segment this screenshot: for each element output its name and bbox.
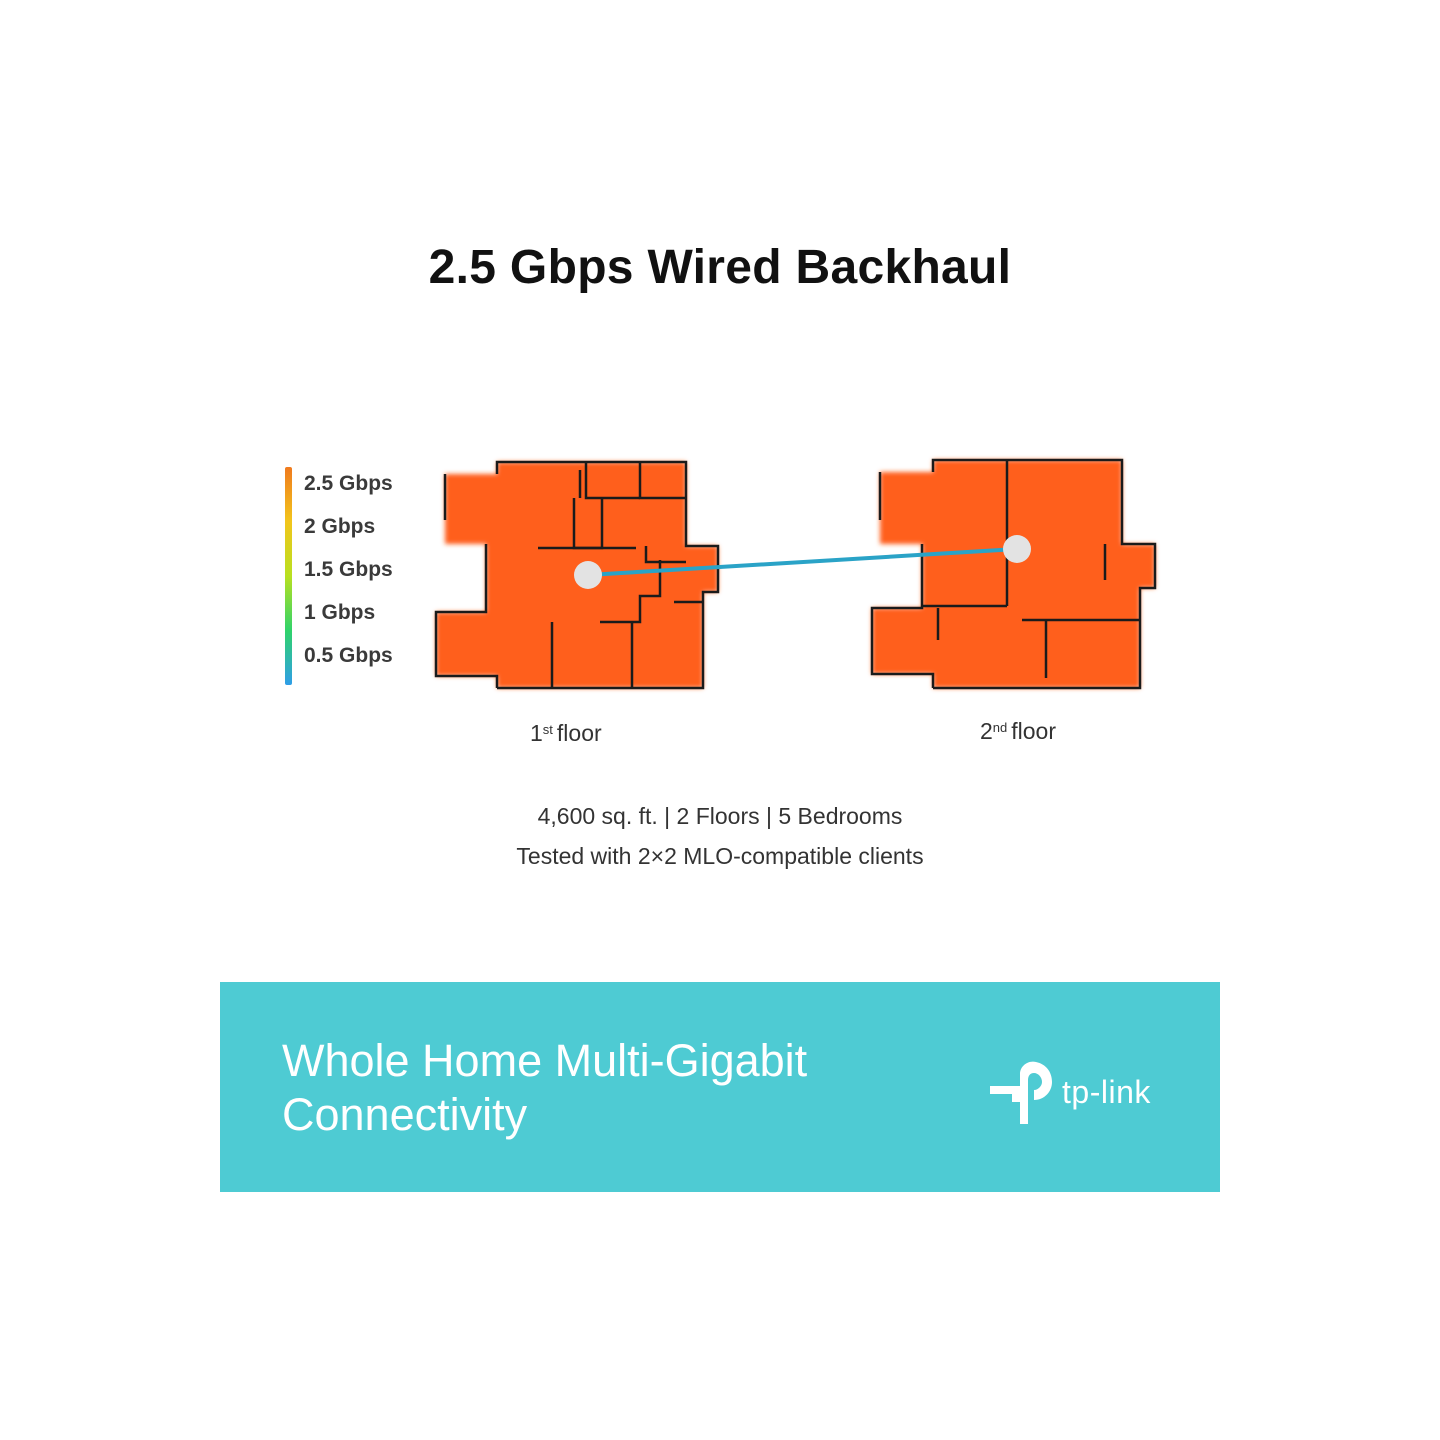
floor-plans-diagram <box>434 458 1157 690</box>
banner-tagline: Whole Home Multi-Gigabit Connectivity <box>282 1035 808 1140</box>
floor-1-suffix: st <box>542 722 553 737</box>
wired-backhaul-line <box>587 547 1018 577</box>
footer-banner: Whole Home Multi-Gigabit Connectivity tp… <box>220 982 1220 1192</box>
speed-legend-gradient <box>285 467 292 685</box>
tp-link-logo-icon <box>990 1061 1052 1124</box>
floor-2-number: 2 <box>980 718 993 744</box>
page-title: 2.5 Gbps Wired Backhaul <box>428 241 1012 294</box>
legend-label-1-5: 1.5 Gbps <box>304 558 393 581</box>
legend-label-2: 2 Gbps <box>304 515 376 538</box>
floor-1-word: floor <box>556 720 602 746</box>
tp-link-logo: tp-link <box>990 1056 1170 1126</box>
legend-label-2-5: 2.5 Gbps <box>304 472 393 495</box>
floor-1-number: 1 <box>530 720 543 746</box>
legend-label-1: 1 Gbps <box>304 601 376 624</box>
router-node-floor-1 <box>574 561 602 589</box>
floor-2-word: floor <box>1011 718 1057 744</box>
floor-2-plan <box>870 458 1157 690</box>
tp-link-logo-text: tp-link <box>1062 1074 1151 1110</box>
floor-2-suffix: nd <box>992 720 1008 735</box>
floor-2-walls <box>870 458 1157 690</box>
floor-2-coverage <box>872 460 1155 688</box>
legend-label-0-5: 0.5 Gbps <box>304 644 393 667</box>
floor-1-walls <box>434 460 720 690</box>
router-node-floor-2 <box>1003 535 1031 563</box>
home-specs-text: 4,600 sq. ft. | 2 Floors | 5 Bedrooms <box>537 803 903 829</box>
test-conditions-text: Tested with 2×2 MLO-compatible clients <box>516 843 924 869</box>
